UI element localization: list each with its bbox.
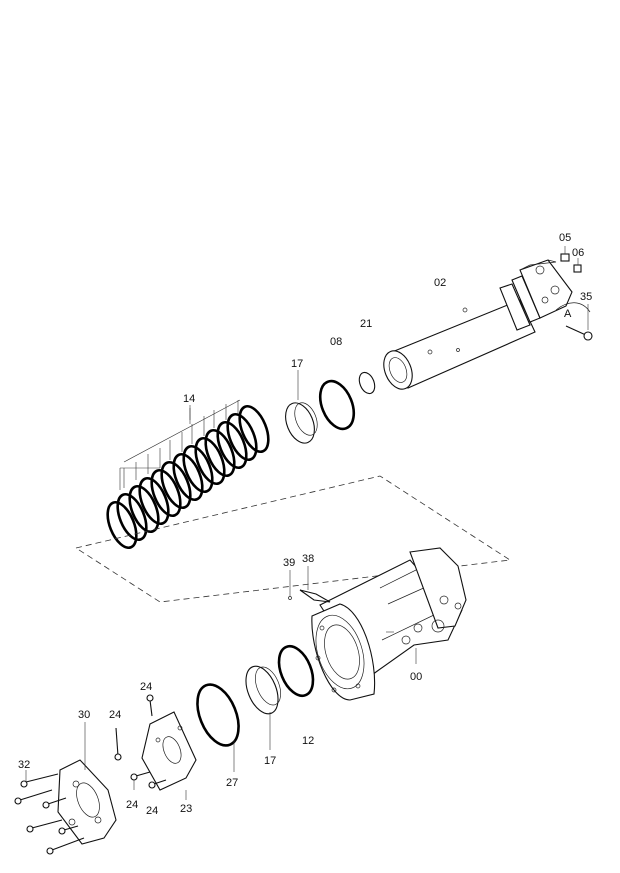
label-30: 30: [78, 709, 90, 721]
label-24-c: 24: [126, 799, 138, 811]
detail-a-bolt: [555, 302, 593, 341]
ring-pack-14: [106, 399, 270, 550]
o-ring-27: [196, 683, 240, 772]
label-06: 06: [572, 247, 584, 259]
plug-05: [560, 246, 570, 262]
label-a: A: [564, 308, 572, 320]
label-23: 23: [180, 803, 192, 815]
label-24-b: 24: [109, 709, 121, 721]
cover-plate-23: [141, 711, 197, 800]
label-08: 08: [330, 336, 342, 348]
label-21: 21: [360, 318, 372, 330]
label-12: 12: [302, 735, 314, 747]
label-24-d: 24: [146, 805, 158, 817]
dashed-boundary: [74, 475, 512, 603]
label-17-upper: 17: [291, 358, 303, 370]
label-02: 02: [434, 277, 446, 289]
o-ring-08: [318, 379, 356, 431]
label-00: 00: [410, 671, 422, 683]
seal-17-lower: [245, 665, 282, 750]
shaft-assembly: [383, 259, 573, 390]
cap-30: [57, 722, 117, 845]
label-32: 32: [18, 759, 30, 771]
label-05: 05: [559, 232, 571, 244]
bolts-32: [14, 770, 85, 855]
label-38: 38: [302, 553, 314, 565]
bolts-24: [114, 694, 167, 790]
label-35: 35: [580, 291, 592, 303]
label-24-a: 24: [140, 681, 152, 693]
label-39: 39: [283, 557, 295, 569]
housing-assembly: [311, 547, 467, 701]
o-ring-12: [277, 644, 315, 698]
key-38-39: [288, 566, 331, 603]
label-14: 14: [183, 393, 195, 405]
snap-ring-21: [358, 371, 376, 395]
label-27: 27: [226, 777, 238, 789]
label-17-lower: 17: [264, 755, 276, 767]
seal-17-upper: [285, 370, 318, 444]
plug-06: [573, 258, 582, 273]
